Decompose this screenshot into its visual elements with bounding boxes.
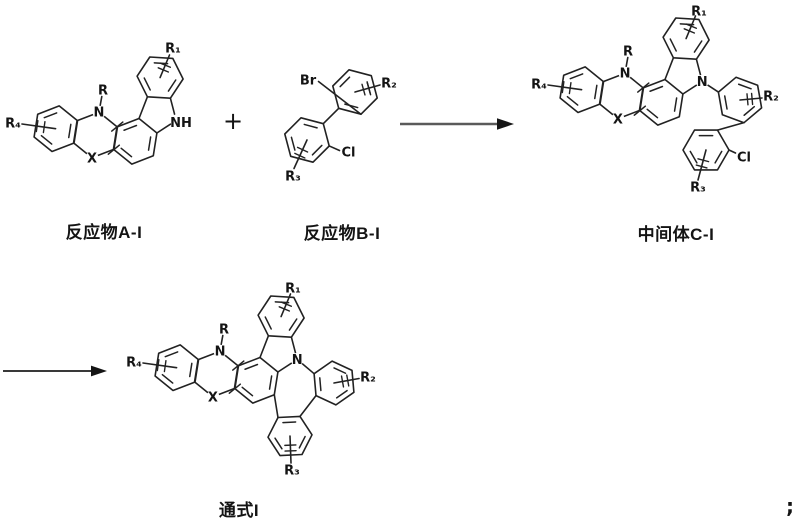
atom-label-r1: R₁ <box>285 282 301 297</box>
atom-label-br: Br <box>300 74 317 89</box>
atom-label-x: X <box>208 391 218 406</box>
atom-label-x: X <box>87 152 97 167</box>
arrowhead-icon <box>91 365 107 377</box>
reactant-a-labels: R₁ R R₄ N X NH <box>5 42 192 167</box>
caption-intermediate-c: 中间体C-I <box>637 225 715 244</box>
intermediate-c-labels: R₁ R R₄ N X N R₂ Cl R₃ <box>531 5 779 196</box>
reactant-a-structure <box>21 54 186 165</box>
atom-label-n-carbazole: N <box>292 353 303 368</box>
formula-i-structure <box>142 293 360 464</box>
atom-label-r4: R₄ <box>126 356 142 371</box>
plus-operator: + <box>223 107 244 135</box>
atom-label-r4: R₄ <box>5 117 21 132</box>
reactant-b-structure <box>284 69 381 170</box>
atom-label-r3: R₃ <box>285 170 301 185</box>
atom-label-cl: Cl <box>342 146 356 161</box>
intermediate-c-structure <box>547 15 763 181</box>
atom-label-r4: R₄ <box>531 78 547 93</box>
atom-label-r2: R₂ <box>360 371 376 386</box>
atom-label-r2: R₂ <box>381 77 397 92</box>
atom-label-r3: R₃ <box>284 464 300 479</box>
formula-i-labels: R₁ R R₄ N X N R₂ R₃ <box>126 282 376 479</box>
reaction-arrow-1 <box>400 118 514 130</box>
atom-label-n: N <box>215 345 226 360</box>
atom-label-nh: NH <box>170 116 192 131</box>
caption-formula-i: 通式I <box>218 501 260 520</box>
caption-reactant-a: 反应物A-I <box>65 223 143 242</box>
atom-label-r: R <box>623 45 633 60</box>
atom-label-n: N <box>94 106 105 121</box>
arrowhead-icon <box>497 118 514 130</box>
reaction-arrow-2 <box>3 365 107 377</box>
caption-reactant-b: 反应物B-I <box>303 224 381 243</box>
atom-label-r1: R₁ <box>165 42 181 57</box>
atom-label-r: R <box>219 323 229 338</box>
reactant-b-labels: Br R₂ Cl R₃ <box>285 74 397 185</box>
atom-label-r: R <box>98 84 108 99</box>
atom-label-r3: R₃ <box>690 181 706 196</box>
atom-label-cl: Cl <box>737 151 751 166</box>
scheme-terminator: ; <box>786 494 794 518</box>
atom-label-n-carbazole: N <box>697 75 708 90</box>
atom-label-n: N <box>620 67 631 82</box>
atom-label-r2: R₂ <box>763 90 779 105</box>
atom-label-x: X <box>613 113 623 128</box>
atom-label-r1: R₁ <box>691 5 707 20</box>
